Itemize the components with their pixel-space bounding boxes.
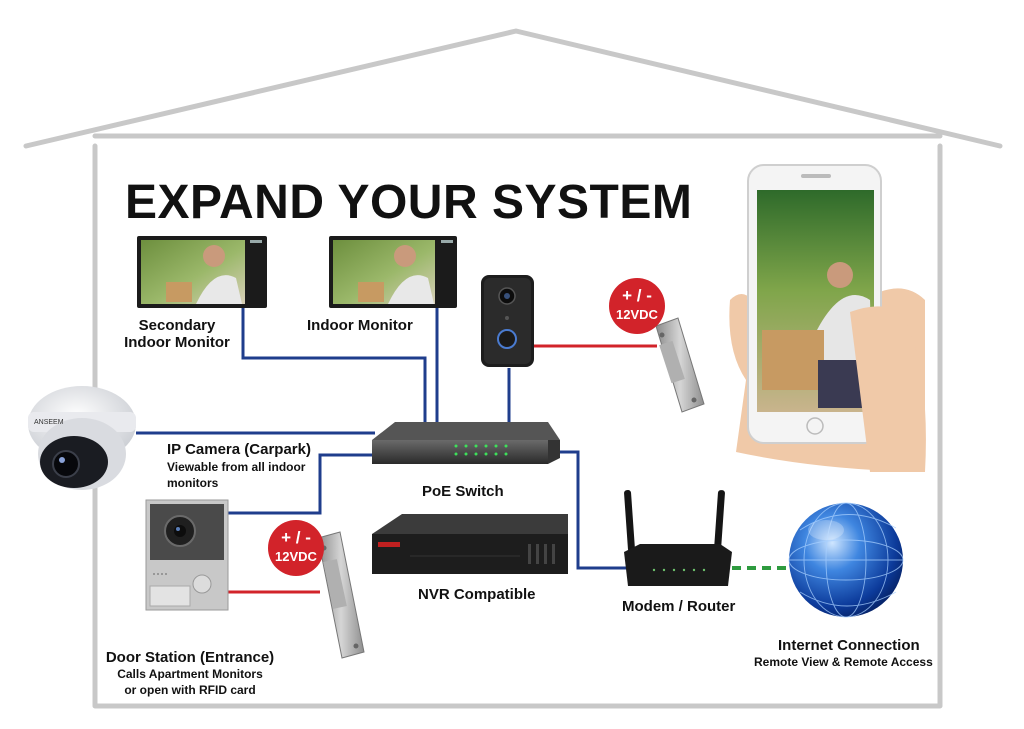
page-title: EXPAND YOUR SYSTEM <box>125 176 693 229</box>
indoor-monitor <box>329 236 457 308</box>
secondary-monitor-label: Secondary Indoor Monitor <box>118 317 236 351</box>
svg-text:ANSEEM: ANSEEM <box>34 419 64 426</box>
power-12vdc-badge-entrance: + / - 12VDC <box>268 520 324 576</box>
power-12vdc-badge: + / - 12VDC <box>609 278 665 334</box>
electric-strike-lock <box>655 317 705 413</box>
poe-switch-device <box>372 422 560 464</box>
wifi-router <box>624 489 732 586</box>
ip-camera-sub2: monitors <box>167 476 219 490</box>
poe-connection-lines <box>136 305 626 570</box>
badge-polarity: + / - <box>622 286 652 305</box>
smartphone-app <box>729 164 926 472</box>
door-station <box>145 499 229 611</box>
secondary-monitor-label-line2: Indoor Monitor <box>124 334 230 351</box>
nvr-device <box>372 514 568 574</box>
video-doorbell <box>481 275 534 367</box>
secondary-indoor-monitor <box>137 236 267 308</box>
ip-camera-sub1: Viewable from all indoor <box>167 460 306 474</box>
ip-dome-camera: ANSEEM <box>28 386 136 490</box>
badge-voltage: 12VDC <box>616 306 658 322</box>
indoor-monitor-label: Indoor Monitor <box>307 317 413 334</box>
electric-strike-lock-entrance <box>317 531 365 659</box>
internet-label: Internet Connection <box>778 637 920 654</box>
ip-camera-label: IP Camera (Carpark) <box>167 441 311 458</box>
door-station-sub1: Calls Apartment Monitors <box>117 667 263 681</box>
internet-sub: Remote View & Remote Access <box>754 655 933 669</box>
power-lines <box>228 344 657 594</box>
badge-voltage: 12VDC <box>275 548 317 564</box>
door-station-label: Door Station (Entrance) <box>105 649 275 666</box>
secondary-monitor-label-line1: Secondary <box>138 317 216 334</box>
badge-polarity: + / - <box>281 528 311 547</box>
poe-switch-label: PoE Switch <box>422 483 504 500</box>
door-station-sub2: or open with RFID card <box>124 683 256 697</box>
internet-globe-icon <box>788 502 904 618</box>
router-label: Modem / Router <box>622 598 736 615</box>
nvr-label: NVR Compatible <box>418 586 536 603</box>
